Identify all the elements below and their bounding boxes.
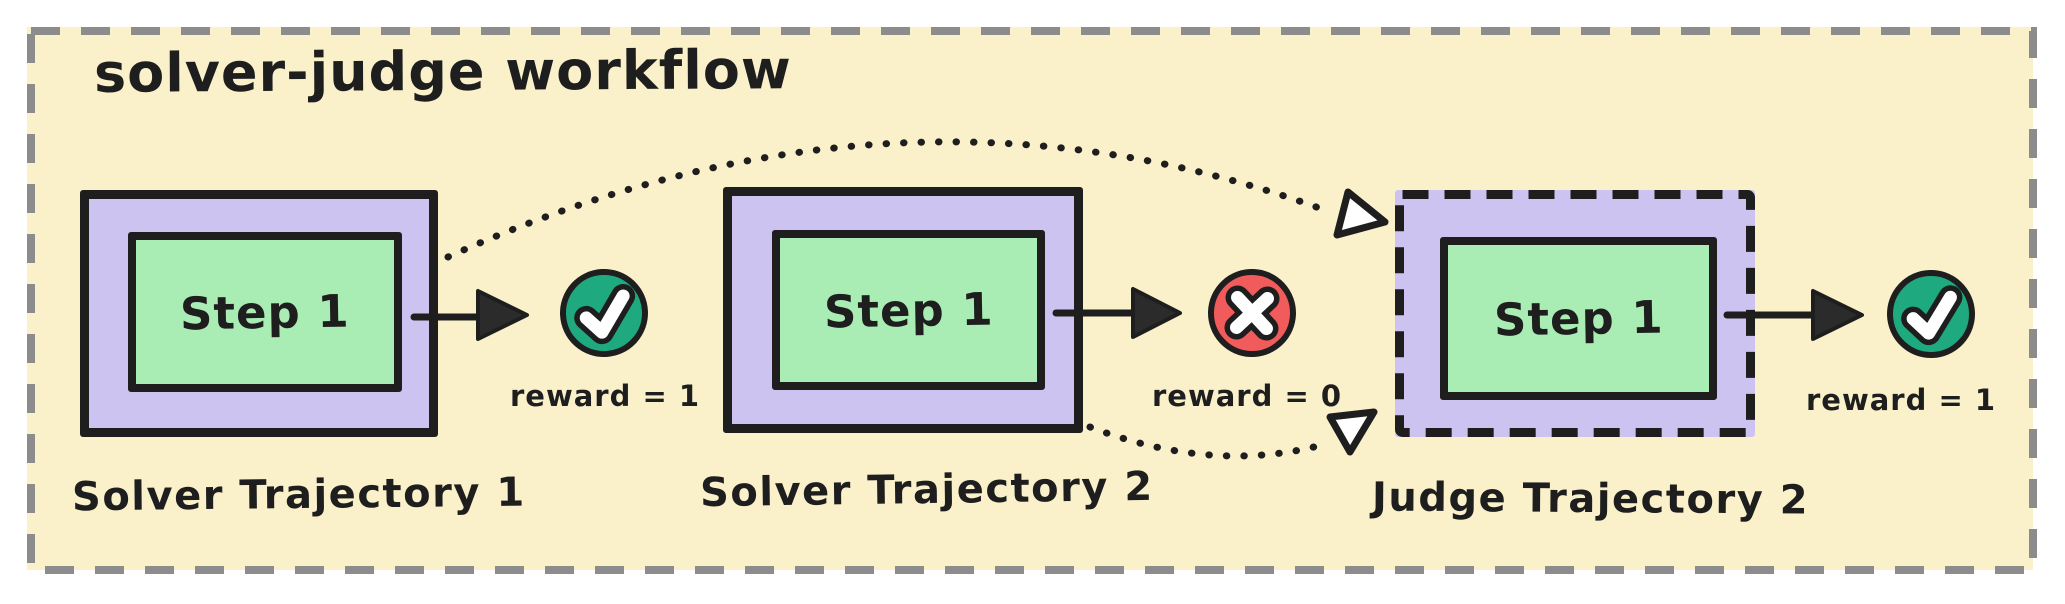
solver-trajectory-1-box: Step 1 [80, 190, 438, 437]
reward-label: reward = 1 [1805, 383, 1997, 417]
solver-trajectory-2-box: Step 1 [723, 187, 1083, 433]
step-label: Step 1 [179, 284, 351, 340]
cross-icon [1202, 263, 1301, 362]
judge-trajectory-2-label: Judge Trajectory 2 [1371, 474, 1810, 524]
diagram-title: solver-judge workflow [93, 38, 792, 105]
check-icon [1881, 264, 1980, 363]
solver-trajectory-1-step-box: Step 1 [128, 232, 402, 392]
reward-label: reward = 1 [509, 379, 701, 413]
step-label: Step 1 [1493, 290, 1664, 347]
judge-trajectory-2-box: Step 1 [1395, 190, 1755, 437]
judge-trajectory-2-step-box: Step 1 [1440, 237, 1717, 400]
solver-trajectory-2-step-box: Step 1 [772, 230, 1045, 390]
step-label: Step 1 [823, 282, 994, 338]
solver-trajectory-1-label: Solver Trajectory 1 [71, 469, 526, 521]
check-icon [554, 263, 655, 364]
reward-label: reward = 0 [1151, 379, 1343, 413]
solver-trajectory-2-label: Solver Trajectory 2 [699, 463, 1154, 517]
